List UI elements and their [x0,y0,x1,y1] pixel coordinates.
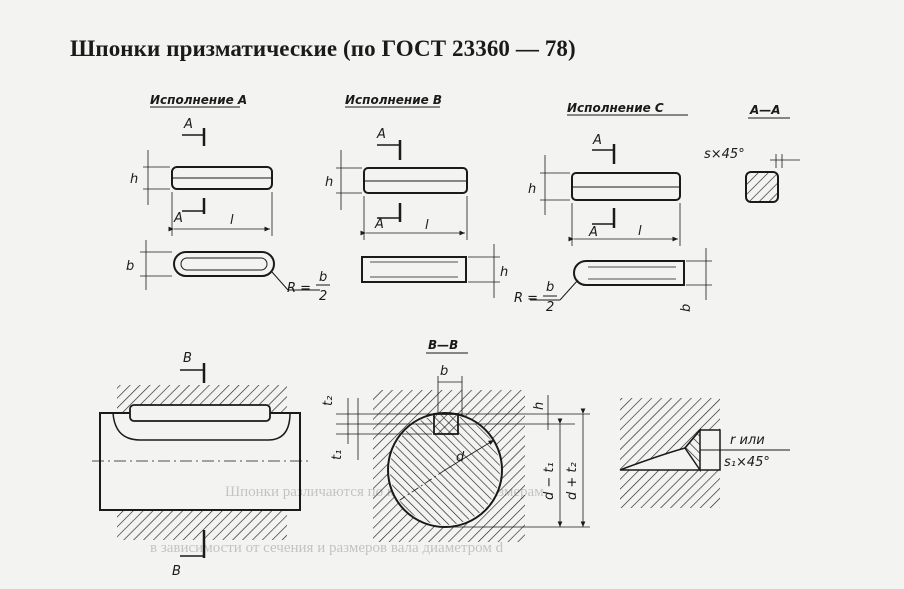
dim-h-b: h [325,175,333,190]
dim-d-minus-t1: d − t₁ [542,462,557,500]
section-aa-label: A—A [749,103,781,117]
view-c: Исполнение C A h A l b R = b 2 [514,101,712,315]
page-title: Шпонки призматические (по ГОСТ 23360 — 7… [70,36,576,61]
key-b-top [361,256,467,283]
section-a-top-letter: A [183,117,193,132]
section-b-bottom-letter: A [374,217,384,232]
radius-c-label: R = [514,291,538,306]
dim-h-c: h [528,182,536,197]
chamfer-detail: r или s₁×45° [619,398,790,508]
dim-h-a: h [130,172,138,187]
shaft-assembly: B B [92,351,312,579]
section-bb: B—B b d t₂ t₁ h d − t₁ d + t₂ [321,338,590,542]
section-b-bottom-label: B [172,564,181,579]
section-b-top-label: B [183,351,192,366]
dim-b-bb: b [440,364,448,379]
dim-h-b-right: h [500,265,508,280]
shaft-key [129,404,271,422]
dim-d-plus-t2: d + t₂ [565,462,580,500]
radius-a-label: R = [287,281,311,296]
chamfer-s-label: s×45° [704,147,745,162]
radius-c-num: b [546,280,554,295]
dim-l-c: l [638,224,642,239]
radius-a-den: 2 [319,289,327,304]
section-b-top-letter: A [376,127,386,142]
key-c-top [573,260,685,286]
view-a-label: Исполнение A [150,93,247,107]
bleed-through-text-2: в зависимости от сечения и размеров вала… [150,540,504,556]
view-b: Исполнение B A h A l h [325,93,508,298]
shaft-body [99,412,301,511]
dim-b-a: b [126,259,134,274]
dim-b-c: b [679,304,694,312]
section-aa: A—A s×45° [704,103,800,203]
dim-t2: t₂ [321,396,336,406]
view-a: Исполнение A A h A l b R = b [126,93,330,304]
dim-d: d [456,450,465,465]
key-cross-section [745,171,779,203]
section-c-top-letter: A [592,133,602,148]
section-c-bottom-letter: A [588,225,598,240]
dim-t1: t₁ [330,450,345,460]
section-a-bottom-letter: A [173,211,183,226]
radius-c-den: 2 [546,300,554,315]
s1-45-label: s₁×45° [724,455,770,470]
r-or-label: r или [730,433,765,448]
key-a-top [173,251,275,277]
radius-a-num: b [319,270,327,285]
view-b-label: Исполнение B [345,93,442,107]
dim-h-bb: h [532,402,547,410]
dim-l-b: l [425,218,429,233]
key-slot [433,413,459,435]
section-bb-label: B—B [428,338,458,352]
dim-l-a: l [230,213,234,228]
view-c-label: Исполнение C [567,101,664,115]
